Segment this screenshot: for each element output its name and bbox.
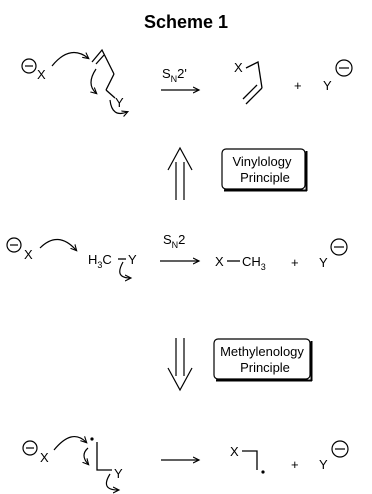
- middle-reaction: X H3C Y SN2 X CH3 + Y: [6, 232, 348, 278]
- methyl-substrate: H3C Y: [88, 252, 137, 270]
- mid-product: X CH3: [215, 254, 266, 272]
- top-plus: +: [294, 78, 302, 93]
- vinylology-box-frame: [221, 148, 306, 190]
- negative-charge-icon: [330, 238, 348, 256]
- curved-arrow-leaving-group: [109, 99, 127, 114]
- top-condition-label: SN2': [162, 66, 187, 84]
- negative-charge-icon: [22, 440, 38, 456]
- bottom-byproduct-label: Y: [319, 457, 328, 472]
- top-nucleophile-label: X: [37, 67, 46, 82]
- mid-product-x: X: [215, 254, 224, 269]
- methylenology-line1: Methylenology: [220, 344, 304, 359]
- methylenology-arrow: [167, 338, 193, 392]
- mid-product-ch3: CH3: [242, 254, 266, 272]
- bottom-product: X: [230, 444, 265, 474]
- mid-nucleophile-label: X: [24, 247, 33, 262]
- bottom-byproduct: Y: [319, 440, 349, 472]
- allyl-substrate: Y: [91, 48, 124, 110]
- bottom-plus: +: [291, 457, 299, 472]
- mid-byproduct: Y: [319, 238, 348, 270]
- top-product: X: [234, 60, 263, 105]
- vinylology-line1: Vinylology: [232, 154, 292, 169]
- carbon-leaving-group-bond: [105, 89, 116, 99]
- top-byproduct-label: Y: [323, 78, 332, 93]
- mid-condition: SN2: [160, 232, 199, 261]
- negative-charge-icon: [331, 440, 349, 458]
- curved-arrow-nucleophilic-attack: [53, 435, 86, 451]
- bottom-nucleophile-label: X: [40, 450, 49, 465]
- alkene-second-line: [95, 54, 105, 65]
- curved-arrow-pi-shift: [91, 68, 96, 93]
- mid-substrate-label: H3C: [88, 252, 112, 270]
- vinylology-box: Vinylology Principle: [221, 148, 308, 192]
- mid-leaving-group-label: Y: [128, 252, 137, 267]
- methylene-substrate: Y: [90, 437, 123, 481]
- curved-arrow-leaving-group: [119, 261, 130, 278]
- bottom-product-bonds: [242, 450, 258, 470]
- methylenology-line2: Principle: [240, 360, 290, 375]
- bottom-nucleophile: X: [22, 440, 49, 465]
- vinylology-line2: Principle: [240, 170, 290, 185]
- alkene-double-bond: [91, 48, 115, 75]
- methylenology-box-frame: [213, 338, 311, 380]
- mid-nucleophile: X: [6, 237, 33, 262]
- top-reaction: X Y SN2' X + Y: [21, 48, 353, 114]
- curved-arrow-leaving-group: [105, 473, 118, 490]
- methylene-bonds: [96, 442, 112, 471]
- mid-byproduct-label: Y: [319, 255, 328, 270]
- double-up-arrow: [167, 146, 193, 200]
- top-product-chain: [245, 61, 263, 89]
- negative-charge-icon: [6, 237, 22, 253]
- double-down-arrow: [167, 338, 193, 392]
- radical-dot: [261, 470, 265, 474]
- negative-charge-icon: [21, 58, 37, 74]
- top-leaving-group-label: Y: [115, 95, 124, 110]
- bottom-leaving-group-label: Y: [114, 466, 123, 481]
- top-product-vinyl-double: [242, 84, 258, 100]
- top-condition: SN2': [161, 66, 199, 90]
- top-product-vinyl: [245, 87, 263, 105]
- negative-charge-icon: [335, 59, 353, 77]
- top-nucleophile: X: [21, 58, 46, 82]
- top-byproduct: Y: [323, 59, 353, 93]
- radical-dot: [90, 437, 94, 441]
- bottom-product-atom: X: [230, 444, 239, 459]
- vinylology-arrow: [167, 146, 193, 200]
- mid-plus: +: [291, 255, 299, 270]
- curved-arrow-nucleophilic-attack: [39, 238, 76, 250]
- bottom-reaction: X Y X + Y: [22, 435, 349, 490]
- mid-condition-label: SN2: [163, 232, 185, 250]
- curved-arrow-pi-shift: [84, 447, 88, 464]
- allyl-chain-bond: [105, 73, 115, 91]
- curved-arrow-nucleophilic-attack: [51, 51, 88, 67]
- top-product-atom: X: [234, 60, 243, 75]
- methylenology-box: Methylenology Principle: [213, 338, 313, 382]
- scheme-title: Scheme 1: [144, 12, 228, 32]
